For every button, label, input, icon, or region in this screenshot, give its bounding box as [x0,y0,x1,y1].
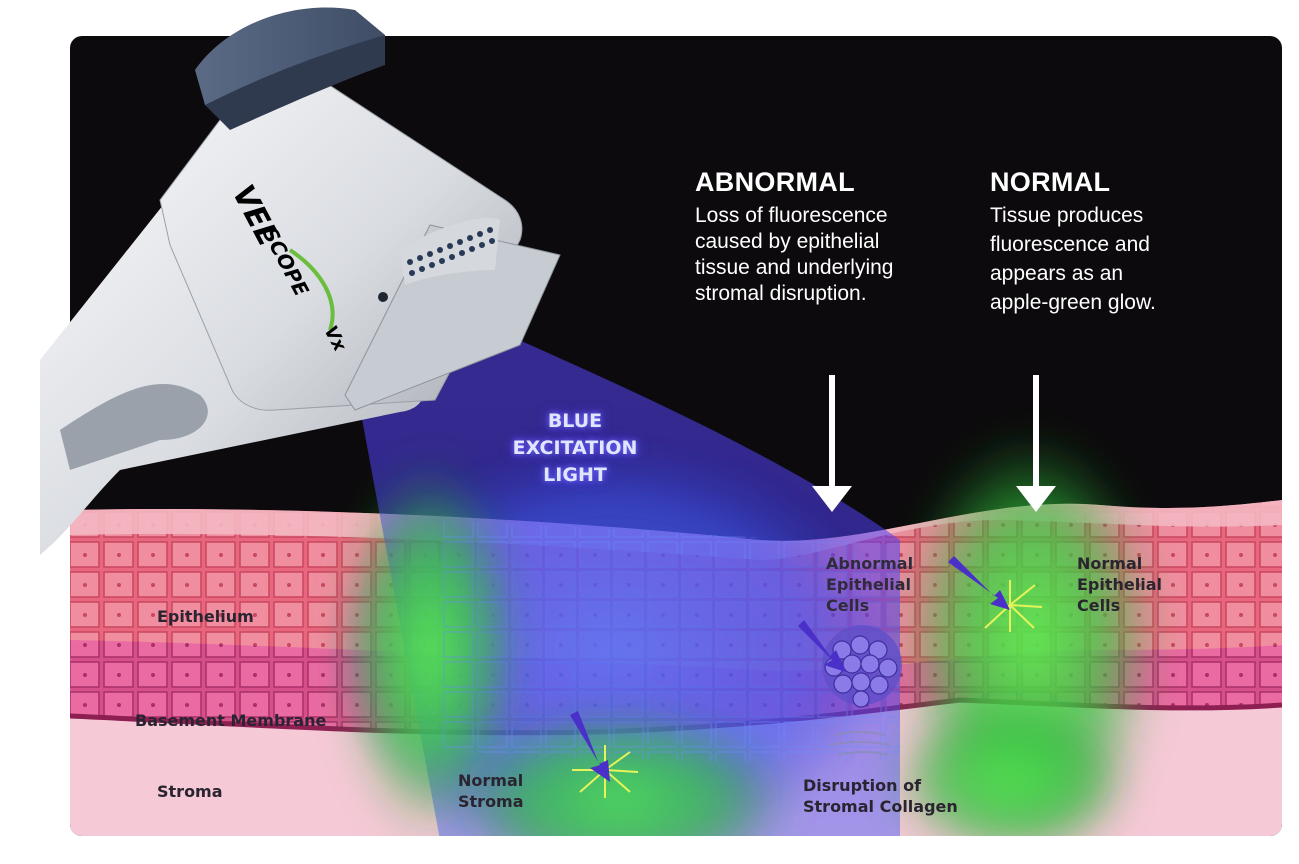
abnormal-cell-cluster [822,625,902,708]
normal-stroma-line-1: Normal [458,771,524,790]
normal-line-3: appears as an [990,262,1124,285]
blue-light-label: BLUE EXCITATION LIGHT [490,408,660,489]
abnormal-line-1: Loss of fluorescence [695,204,888,227]
collagen-label: Disruption of Stromal Collagen [803,775,958,817]
normal-cells-label: Normal Epithelial Cells [1077,553,1162,616]
abnormal-cells-label: Abnormal Epithelial Cells [826,553,913,616]
abnormal-line-3: tissue and underlying [695,256,894,279]
collagen-line-1: Disruption of [803,776,922,795]
normal-stroma-line-2: Stroma [458,792,524,811]
velscope-device: VEL SCOPE Vx [40,7,561,555]
fluorescence-burst-normal-cells [984,580,1043,632]
normal-line-4: apple-green glow. [990,291,1156,314]
abnormal-cells-line-2: Epithelial [826,575,912,594]
collagen-line-2: Stromal Collagen [803,797,958,816]
abnormal-line-2: caused by epithelial [695,230,880,253]
normal-stroma-label: Normal Stroma [458,770,524,812]
blue-light-label-line-2: EXCITATION [512,437,638,459]
abnormal-cells-line-3: Cells [826,596,870,615]
normal-cells-line-2: Epithelial [1077,575,1163,594]
normal-line-1: Tissue produces [990,204,1144,227]
epithelium-label: Epithelium [157,607,254,626]
abnormal-pointer-arrow [812,375,852,512]
blue-light-label-line-1: BLUE [547,410,603,432]
normal-pointer-arrow [1016,375,1056,512]
excitation-arrow-abnormal-cells [798,620,846,672]
abnormal-title: ABNORMAL [695,167,855,197]
abnormal-line-4: stromal disruption. [695,282,867,305]
normal-title: NORMAL [990,167,1111,197]
stroma-label: Stroma [157,782,223,801]
background-panel [70,36,1282,836]
excitation-arrow-stroma [570,711,610,782]
normal-cells-line-1: Normal [1077,554,1143,573]
normal-line-2: fluorescence and [990,233,1150,256]
abnormal-cells-line-1: Abnormal [826,554,914,573]
blue-light-label-line-3: LIGHT [543,464,607,486]
normal-cells-line-3: Cells [1077,596,1121,615]
excitation-arrow-normal-cells [948,556,1010,610]
collagen-disruption [829,731,891,756]
basement-membrane-label: Basement Membrane [135,711,327,730]
